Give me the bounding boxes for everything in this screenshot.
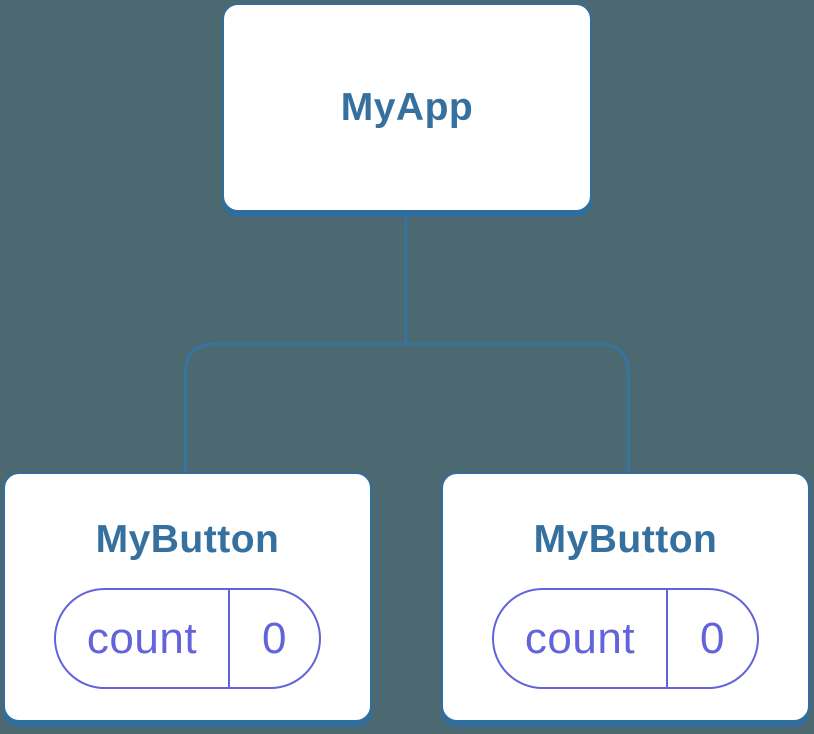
state-key-label: count bbox=[86, 613, 198, 663]
pill-divider bbox=[666, 590, 668, 687]
state-pill-2: count 0 bbox=[492, 588, 759, 689]
pill-divider bbox=[228, 590, 230, 687]
connector-branch bbox=[184, 342, 630, 472]
state-value-cell: 0 bbox=[230, 590, 319, 687]
state-pill-1: count 0 bbox=[54, 588, 321, 689]
state-key-label: count bbox=[524, 613, 636, 663]
node-label-mybutton-2: MyButton bbox=[533, 518, 718, 561]
node-card-mybutton-1: MyButton count 0 bbox=[3, 472, 372, 722]
state-key-cell: count bbox=[56, 590, 228, 687]
state-value-label: 0 bbox=[700, 613, 725, 663]
node-card-myapp: MyApp bbox=[222, 3, 592, 212]
state-key-cell: count bbox=[494, 590, 666, 687]
node-label-myapp: MyApp bbox=[340, 85, 474, 129]
state-value-cell: 0 bbox=[668, 590, 757, 687]
state-value-label: 0 bbox=[262, 613, 287, 663]
node-card-mybutton-2: MyButton count 0 bbox=[441, 472, 810, 722]
node-label-mybutton-1: MyButton bbox=[95, 518, 280, 561]
